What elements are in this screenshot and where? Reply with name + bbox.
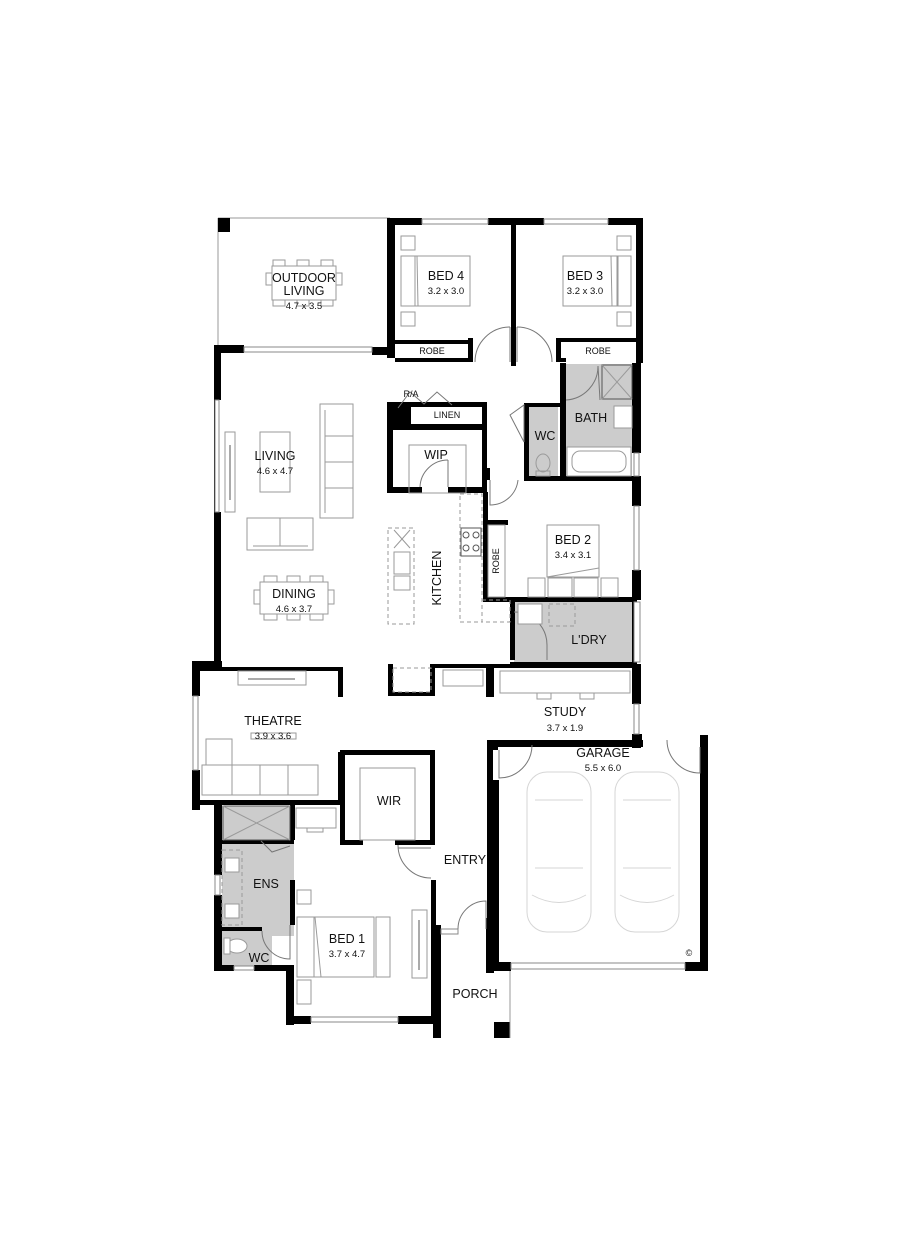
garage-door [510, 962, 686, 970]
theatre-label: THEATRE [244, 714, 301, 728]
bed3-dims: 3.2 x 3.0 [567, 286, 603, 297]
bed3-label: BED 3 [567, 269, 603, 283]
living-label: LIVING [255, 449, 296, 463]
window-wc-ens [233, 965, 255, 971]
study-label: STUDY [544, 705, 587, 719]
robe-bed2-label: ROBE [491, 548, 501, 574]
ra-label: R/A [403, 389, 418, 399]
outdoor-living-label: OUTDOOR [272, 271, 336, 285]
sliding-door-living [243, 346, 373, 353]
window-bath [633, 452, 640, 477]
bed4-label: BED 4 [428, 269, 464, 283]
study-dims: 3.7 x 1.9 [547, 723, 583, 734]
entry-label: ENTRY [444, 853, 487, 867]
garage-label: GARAGE [576, 746, 630, 760]
window-laundry [633, 601, 641, 663]
wc-ens-label: WC [249, 951, 270, 965]
window-bed2 [633, 505, 640, 571]
robe-bed3-label: ROBE [585, 346, 611, 356]
outdoor-living-dims: 4.7 x 3.5 [286, 301, 322, 312]
robe-bed4-label: ROBE [419, 346, 445, 356]
window-bed3 [543, 218, 609, 225]
walls [192, 218, 708, 1038]
window-bed1 [310, 1016, 399, 1023]
outdoor-living-label-2: LIVING [284, 284, 325, 298]
living-dims: 4.6 x 4.7 [257, 466, 293, 477]
ens-label: ENS [253, 877, 279, 891]
window-ensuite [214, 874, 221, 896]
outdoor-living-area [217, 217, 390, 350]
bed4-dims: 3.2 x 3.0 [428, 286, 464, 297]
bath-label: BATH [575, 411, 607, 425]
bed2-dims: 3.4 x 3.1 [555, 550, 591, 561]
garage-dims: 5.5 x 6.0 [585, 763, 621, 774]
wc-main-label: WC [535, 429, 556, 443]
room-labels: OUTDOOR LIVING 4.7 x 3.5 BED 4 3.2 x 3.0… [244, 269, 692, 1001]
furniture [201, 235, 680, 1005]
wc-main-floor [529, 405, 558, 477]
window-bed4 [421, 218, 489, 225]
windows [192, 218, 686, 1038]
bed1-dims: 3.7 x 4.7 [329, 949, 365, 960]
bed1-label: BED 1 [329, 932, 365, 946]
window-theatre [192, 695, 199, 771]
bed2-label: BED 2 [555, 533, 591, 547]
window-living-left [214, 399, 220, 513]
kitchen-label: KITCHEN [430, 551, 444, 606]
laundry-label: L'DRY [571, 633, 607, 647]
copyright-icon: © [686, 948, 693, 958]
wir-label: WIR [377, 794, 401, 808]
wip-label: WIP [424, 448, 448, 462]
porch-label: PORCH [452, 987, 497, 1001]
dining-dims: 4.6 x 3.7 [276, 604, 312, 615]
dining-label: DINING [272, 587, 316, 601]
car-right [614, 771, 680, 933]
linen-label: LINEN [434, 410, 461, 420]
theatre-dims: 3.9 x 3.6 [255, 731, 291, 742]
entry-sidelight [440, 928, 459, 935]
car-left [526, 771, 592, 933]
window-study [633, 703, 640, 735]
